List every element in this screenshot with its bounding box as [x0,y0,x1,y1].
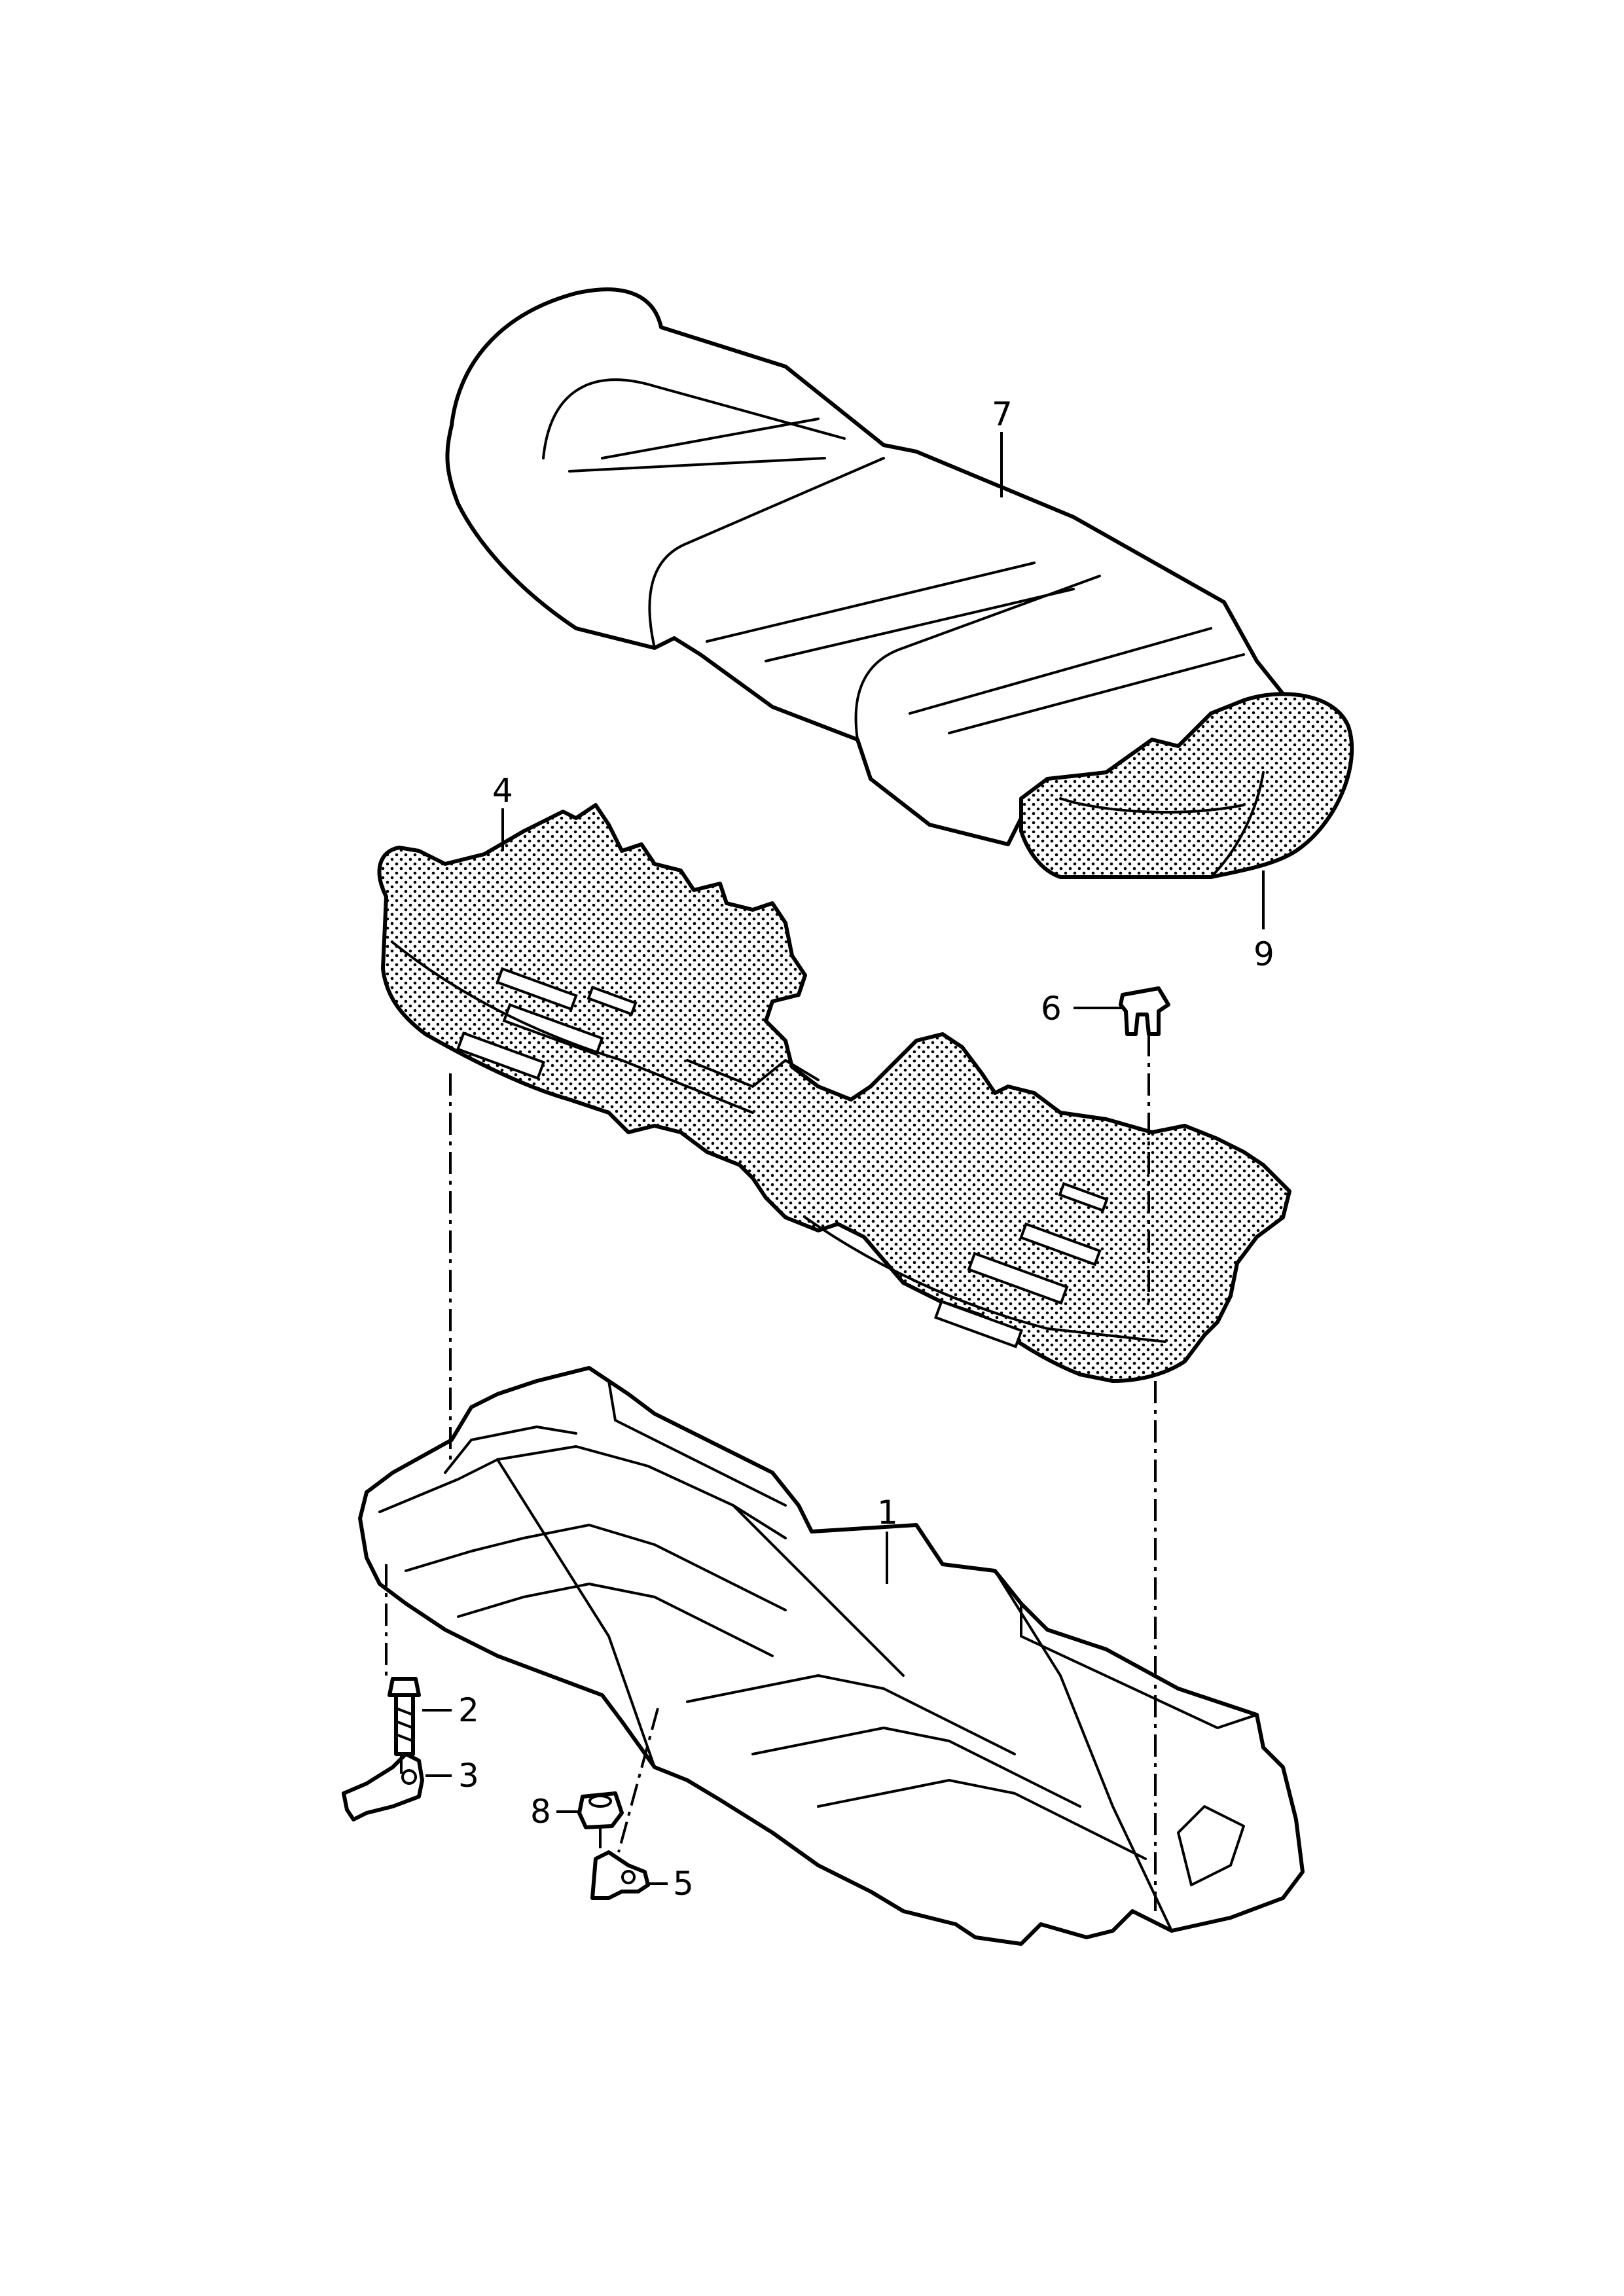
bracket-5-drawing [590,1850,650,1900]
leader-lines [422,432,1265,1885]
callout-8: 8 [530,1793,551,1831]
seat-frame-drawing [358,1366,1305,1946]
callout-3: 3 [458,1757,479,1795]
callouts: 1 2 3 4 5 6 7 8 9 [458,395,1274,1903]
callout-4: 4 [492,772,513,810]
bolt-drawing [388,1677,421,1756]
callout-9: 9 [1254,935,1274,973]
nut-drawing [577,1791,624,1829]
bracket-3-drawing [342,1752,424,1821]
seat-cover-drawing [445,287,1354,879]
callout-5: 5 [673,1865,694,1903]
clip-drawing [1119,986,1170,1036]
callout-7: 7 [992,395,1013,433]
callout-2: 2 [458,1691,479,1729]
assembly-lines [385,1034,1157,1911]
callout-1: 1 [877,1494,898,1532]
callout-6: 6 [1041,990,1062,1028]
cushion-foam-drawing [377,803,1291,1383]
